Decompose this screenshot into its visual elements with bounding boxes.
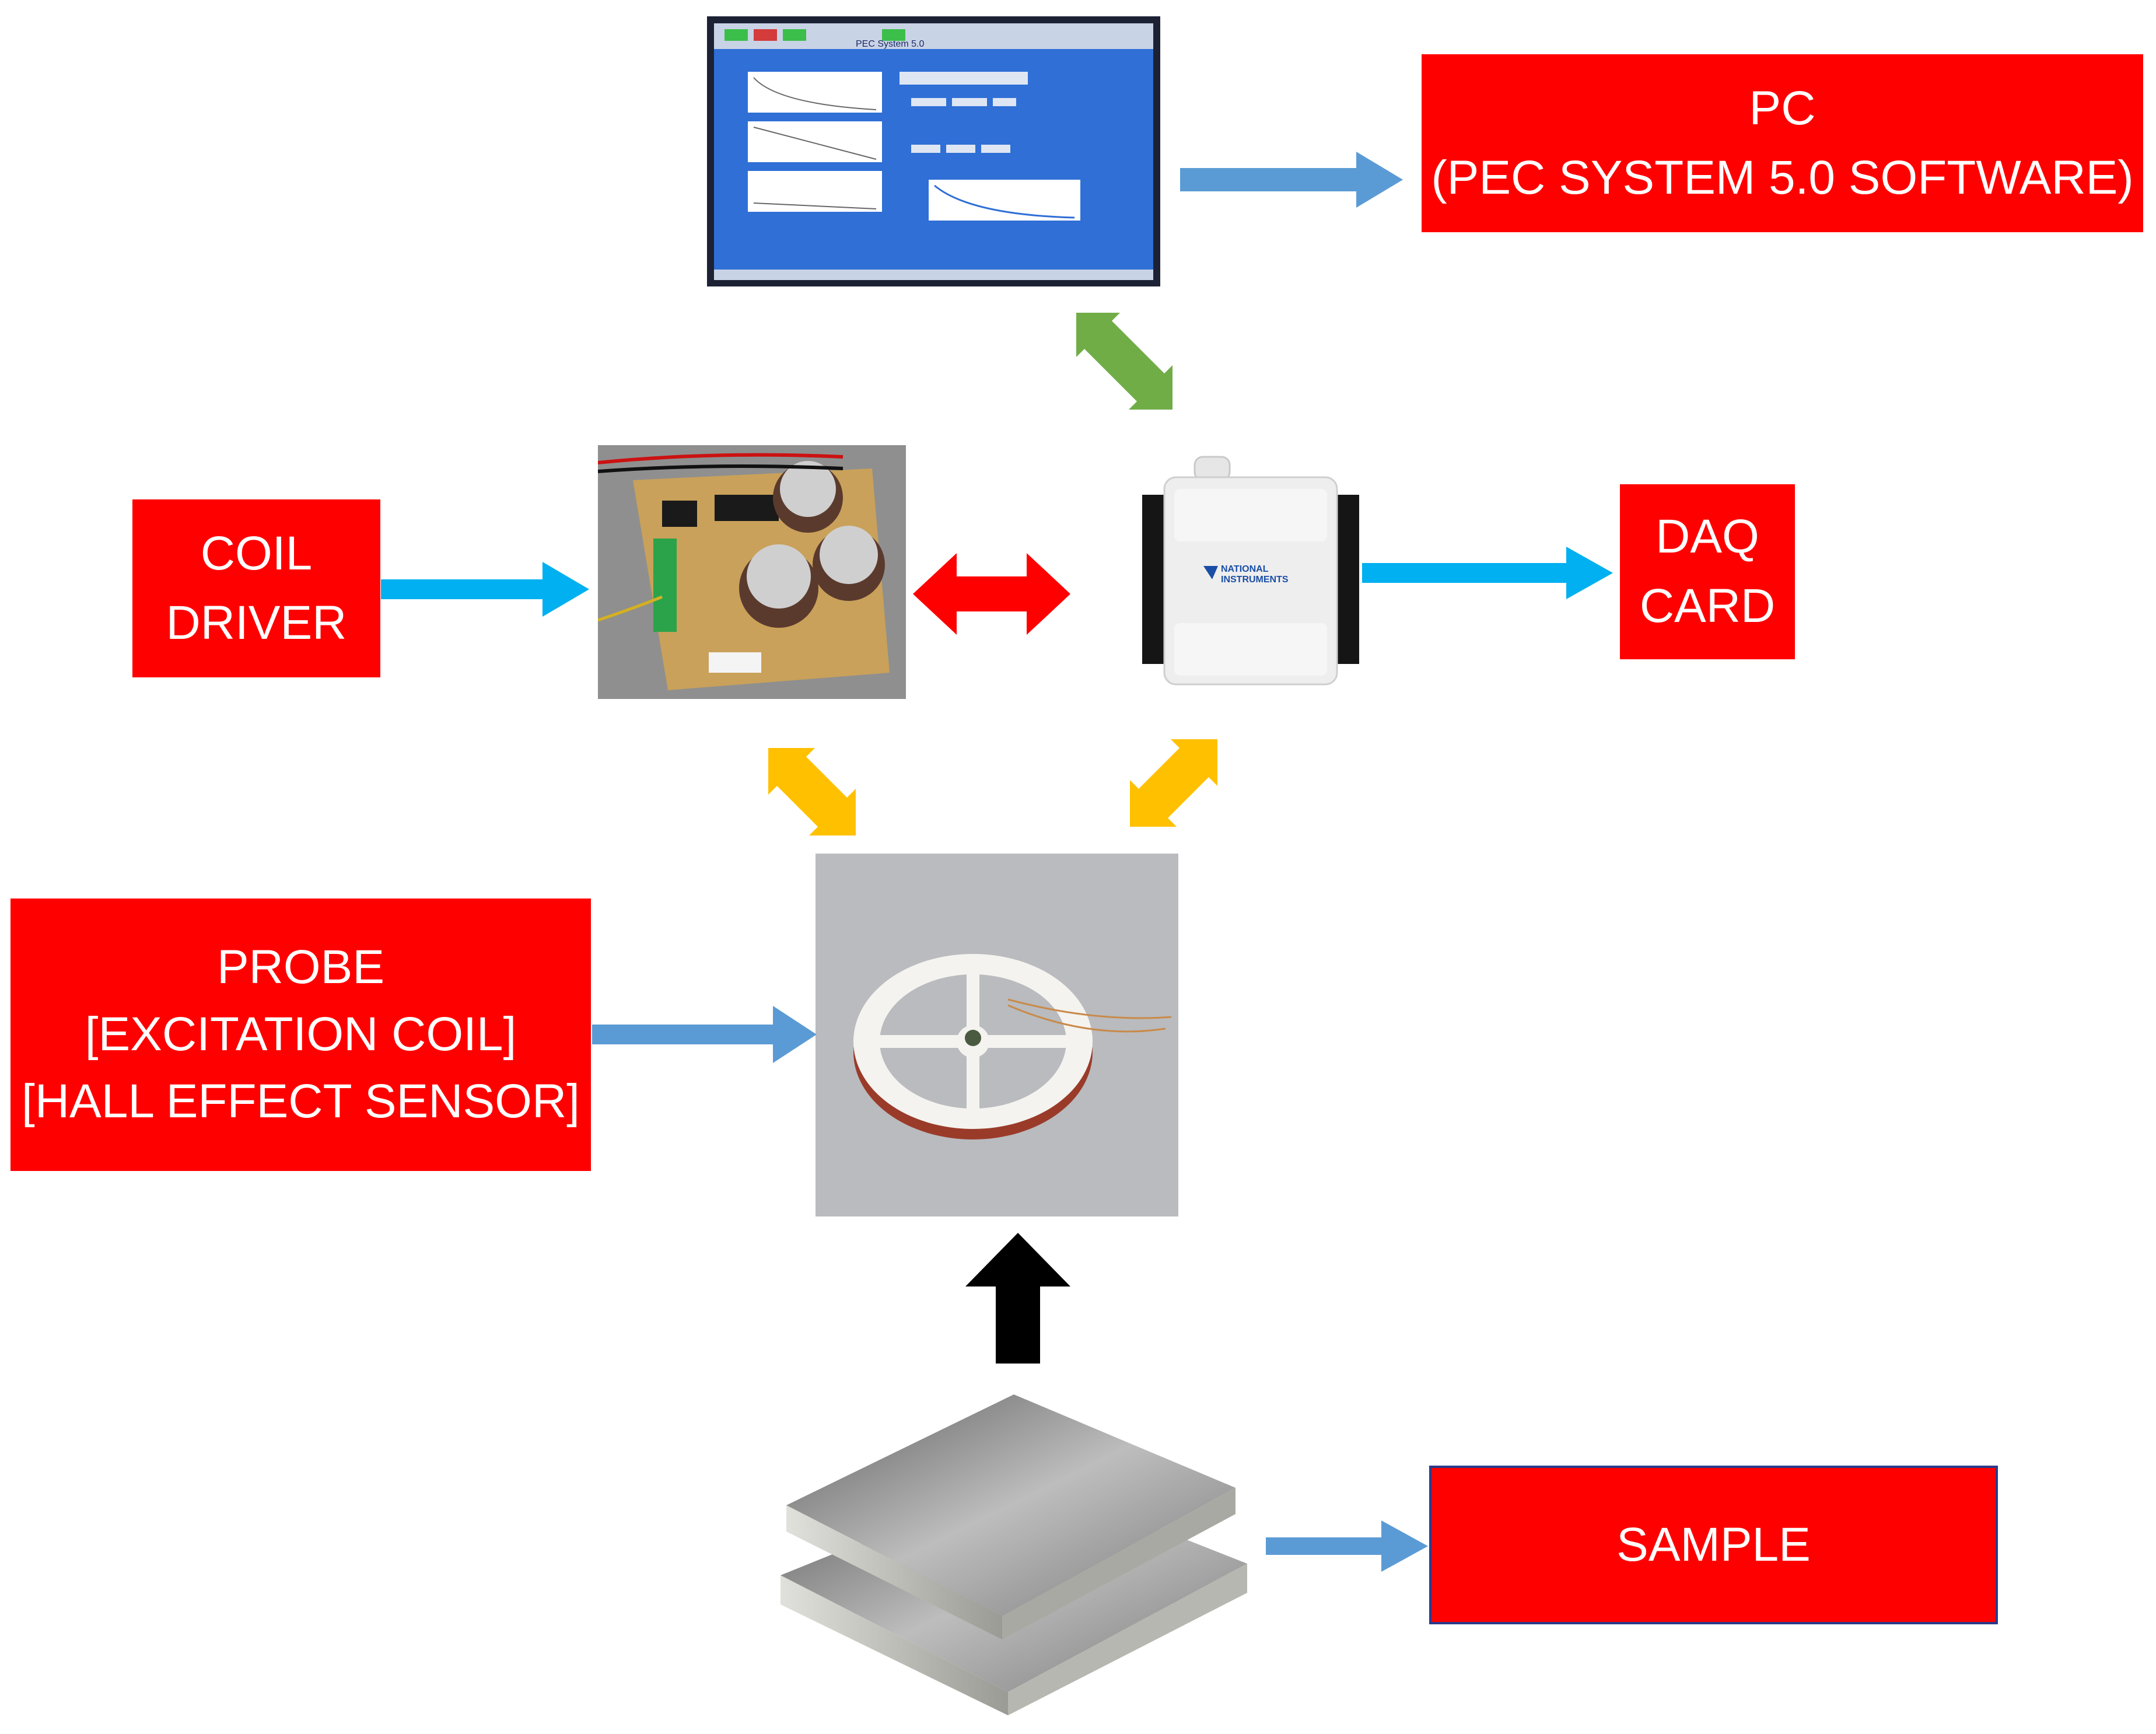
daq-label-line1: DAQ <box>1656 510 1759 564</box>
daq-label-line2: CARD <box>1639 579 1776 632</box>
probe-label-line1: PROBE <box>216 941 385 994</box>
arrow-sample-to-probe <box>965 1233 1070 1364</box>
arrow-board-probe-bidirectional <box>768 748 856 835</box>
coil-driver-label-line2: DRIVER <box>166 596 347 649</box>
probe-label-line3: [HALL EFFECT SENSOR] <box>22 1074 580 1128</box>
daq-brand-line1: NATIONAL <box>1221 564 1269 574</box>
arrow-monitor-daq-bidirectional <box>1076 313 1172 410</box>
arrow-probe-label-to-probe <box>592 1006 817 1063</box>
arrow-daq-probe-bidirectional <box>1130 739 1217 827</box>
probe-photo <box>816 854 1178 1216</box>
arrow-daq-to-daq-label <box>1362 547 1613 599</box>
pc-monitor-photo: PEC System 5.0 <box>707 16 1160 286</box>
coil-driver-label-line1: COIL <box>200 526 313 580</box>
sample-plates-photo <box>751 1377 1253 1718</box>
coil-driver-label: COIL DRIVER <box>132 499 380 677</box>
pc-label-line1: PC <box>1749 81 1816 135</box>
arrow-sample-to-sample-label <box>1266 1520 1428 1572</box>
daq-brand-line2: INSTRUMENTS <box>1221 575 1289 585</box>
pc-label: PC (PEC SYSTEM 5.0 SOFTWARE) <box>1422 54 2143 232</box>
sample-label: SAMPLE <box>1429 1466 1998 1624</box>
pc-label-line2: (PEC SYSTEM 5.0 SOFTWARE) <box>1431 151 2134 204</box>
probe-label-line2: [EXCITATION COIL] <box>85 1008 517 1061</box>
arrow-coil-driver-label-to-board <box>381 562 589 617</box>
sample-label-line1: SAMPLE <box>1616 1518 1811 1571</box>
daq-card-label: DAQ CARD <box>1620 484 1795 659</box>
coil-driver-board-photo <box>598 445 906 699</box>
arrow-monitor-to-pc-label <box>1180 152 1403 208</box>
daq-card-photo: NATIONAL INSTRUMENTS <box>1142 454 1359 687</box>
arrow-board-daq-bidirectional <box>913 553 1070 635</box>
probe-label: PROBE [EXCITATION COIL] [HALL EFFECT SEN… <box>10 899 591 1171</box>
screen-title: PEC System 5.0 <box>856 39 924 49</box>
